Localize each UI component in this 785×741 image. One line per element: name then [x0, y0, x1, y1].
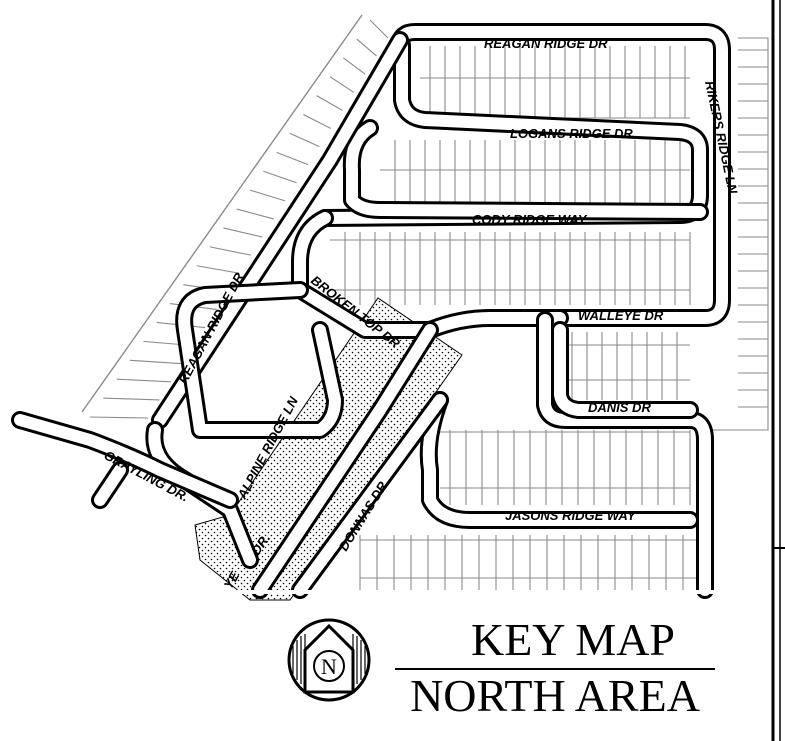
lot-line	[289, 132, 320, 148]
lot-line	[329, 76, 355, 93]
lot-line	[196, 265, 240, 274]
street-label-jasons-ridge: JASONS RIDGE WAY	[505, 508, 637, 523]
lot-line	[356, 38, 377, 57]
lot-line	[263, 170, 297, 184]
title-north-area: NORTH AREA	[410, 670, 700, 721]
north-letter: N	[321, 654, 337, 679]
north-arrow-icon: N	[287, 618, 371, 702]
boundary-line	[81, 14, 363, 413]
lot-line	[276, 151, 309, 166]
lot-lines-block-1	[420, 46, 690, 119]
lot-lines-block-2	[380, 140, 690, 209]
lot-line	[236, 208, 274, 220]
lot-line	[129, 359, 183, 365]
lot-lines-block-4	[560, 332, 690, 400]
lot-line	[209, 246, 251, 256]
lot-line	[116, 378, 171, 383]
street-label-logans-ridge: LOGANS RIDGE DR	[510, 126, 633, 141]
street-label-cody-ridge: CODY RIDGE WAY	[472, 212, 588, 227]
lot-line	[316, 95, 343, 111]
lot-line	[89, 416, 149, 419]
lot-line	[343, 57, 366, 75]
street-label-danis: DANIS DR	[588, 400, 651, 415]
lot-line	[103, 397, 160, 401]
lot-line	[369, 19, 389, 39]
street-label-walleye: WALLEYE DR	[578, 308, 664, 323]
lot-lines-block-5	[440, 430, 691, 505]
lot-line	[223, 227, 263, 238]
lot-lines-block-6	[359, 535, 701, 592]
title-key-map: KEY MAP	[470, 614, 676, 665]
map-title-block: N KEY MAP NORTH AREA	[285, 612, 725, 722]
street-label-reagan-ridge-top: REAGAN RIDGE DR	[484, 36, 608, 51]
lot-line	[249, 189, 286, 202]
lot-lines-right	[700, 37, 769, 431]
lot-lines-block-3	[330, 232, 691, 305]
title-divider	[395, 668, 715, 670]
road-network	[11, 23, 731, 599]
lot-line	[303, 114, 332, 129]
